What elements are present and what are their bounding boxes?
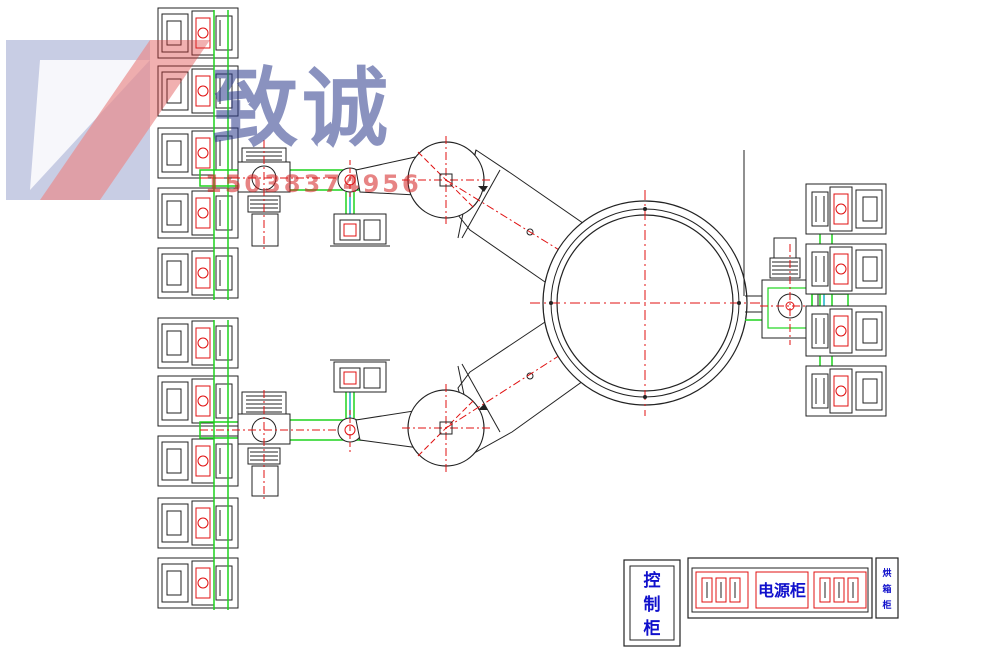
side-cabinet-char-1: 烘 bbox=[882, 567, 891, 579]
power-cabinet-label: 电源柜 bbox=[758, 581, 806, 600]
upper-drive-assembly bbox=[200, 140, 440, 250]
control-cabinet-char-2: 制 bbox=[644, 594, 661, 615]
side-cabinet: 烘 箱 柜 bbox=[875, 557, 899, 619]
side-cabinet-char-3: 柜 bbox=[881, 599, 891, 611]
watermark: 致诚 15038374956 bbox=[6, 40, 422, 200]
control-cabinet-char-3: 柜 bbox=[644, 618, 661, 639]
right-output-assembly bbox=[745, 183, 887, 417]
side-cabinet-char-2: 箱 bbox=[882, 583, 891, 595]
upper-transfer-disc bbox=[402, 136, 641, 301]
watermark-brand-text: 致诚 bbox=[212, 59, 392, 159]
control-cabinet: 控 制 柜 bbox=[623, 559, 681, 647]
main-ring bbox=[530, 150, 760, 416]
watermark-logo bbox=[6, 40, 210, 200]
control-cabinet-char-1: 控 bbox=[644, 570, 661, 591]
power-cabinet: 电源柜 bbox=[687, 557, 873, 619]
watermark-phone-number: 15038374956 bbox=[205, 170, 422, 198]
left-machine-column-lower bbox=[157, 317, 239, 609]
